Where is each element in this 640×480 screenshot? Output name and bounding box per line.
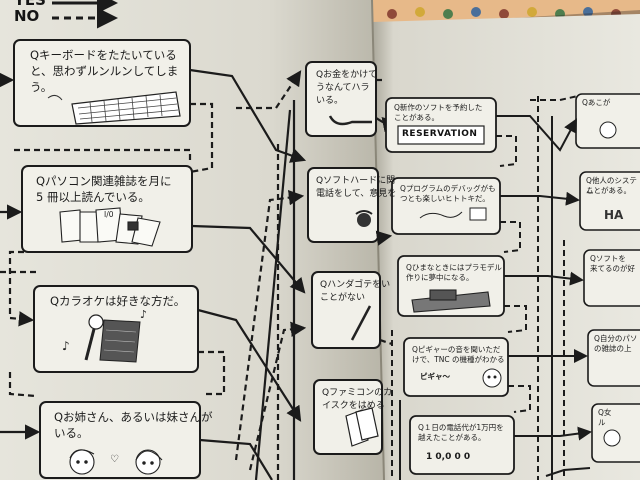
reservation-sign	[397, 125, 485, 145]
question-famicom-line1: Qファミコンのカ	[322, 388, 393, 398]
question-magazines-line1: Qパソコン関連雑誌を月に	[36, 174, 172, 188]
svg-text:♡: ♡	[110, 454, 119, 465]
question-box-tnc	[403, 337, 509, 397]
cable-illustration	[328, 115, 372, 126]
question-phone-line1: Qソフトハードに関	[316, 176, 396, 186]
edge-hand-text: HA	[604, 208, 624, 222]
train-model-illustration	[411, 289, 491, 313]
question-sister-line2: いる。	[54, 426, 89, 440]
question-money-line3: いる。	[316, 96, 344, 106]
edge-question-3: Qソフトを	[590, 254, 626, 263]
magazine-label: I/0	[104, 210, 114, 219]
question-box-phonebill	[409, 415, 515, 475]
legend-yes-label: YES	[14, 0, 46, 9]
tnc-face-illustration	[482, 368, 502, 388]
question-tnc-line2: けで、TNC の機種がわかる	[412, 355, 505, 364]
edge-question-5b: ル	[598, 418, 606, 427]
legend-no-label: NO	[14, 7, 40, 25]
sisters-illustration: ♡	[69, 449, 163, 475]
edge-question-4: Q自分のパソ	[594, 334, 638, 343]
edge-question-1: Qあこが	[582, 98, 611, 107]
edge-face-icon	[599, 121, 617, 139]
magazines-illustration	[59, 207, 161, 247]
karaoke-illustration: ♪ ♪	[62, 308, 147, 363]
question-keyboard-line3: う。	[30, 80, 53, 94]
question-box-edge-2	[579, 171, 640, 231]
question-karaoke-line1: Qカラオケは好きな方だ。	[50, 294, 186, 308]
question-sister-line1: Qお姉さん、あるいは妹さんが	[54, 410, 213, 424]
question-reservation-line1: Q新作のソフトを予約した	[394, 103, 483, 112]
soldering-iron-illustration	[350, 305, 372, 341]
question-plamodel-line1: Qひまなときにはプラモデル	[406, 263, 502, 272]
question-magazines-line2: 5 冊以上読んでいる。	[36, 190, 150, 204]
reservation-sign-text: RESERVATION	[402, 129, 478, 139]
edge-question-4b: の雑誌の上	[594, 344, 632, 353]
edge-question-5: Q女	[598, 408, 612, 417]
tnc-sound-effect: ピギャ〜	[420, 372, 450, 381]
question-keyboard-line2: と、思わずルンルンしてしま	[30, 64, 179, 78]
question-phonebill-line2: 越えたことがある。	[418, 433, 486, 442]
edge-face-icon-2	[603, 429, 621, 447]
question-debug-line2: つとも楽しいヒトトキだ。	[400, 194, 490, 203]
edge-question-2: Q他人のシステム	[586, 176, 637, 195]
question-box-money	[305, 61, 377, 137]
question-debug-line1: Qプログラムのデバッグがも	[400, 184, 496, 193]
question-solder-line1: Qハンダゴテをい	[320, 280, 391, 290]
question-phone-line2: 電話をして、意見を	[316, 189, 397, 199]
phone-illustration	[355, 210, 373, 227]
svg-text:♪: ♪	[140, 308, 147, 321]
svg-text:♪: ♪	[62, 339, 70, 353]
keyboard-illustration	[47, 91, 181, 125]
question-keyboard-line1: Qキーボードをたたいている	[30, 48, 177, 62]
question-box-solder	[311, 271, 381, 349]
question-famicom-line2: イスクをはめる	[322, 401, 385, 411]
question-money-line1: Qお金をかけて	[316, 70, 378, 80]
right-flow-arrows	[391, 95, 592, 480]
question-money-line2: うなんてハラ	[316, 83, 370, 93]
edge-question-3b: 来てるのが好	[590, 264, 635, 273]
question-solder-line2: ことがない	[320, 293, 366, 303]
question-tnc-line1: Qピギャーの音を聞いただ	[412, 345, 501, 354]
floppy-illustration	[345, 407, 379, 447]
question-box-edge-4	[587, 329, 640, 387]
edge-question-2b: ことがある。	[586, 186, 631, 195]
phonebill-digits: 1 0,0 0 0	[426, 452, 471, 462]
question-box-edge-3	[583, 249, 640, 307]
question-plamodel-line2: 作りに夢中になる。	[406, 273, 474, 282]
question-reservation-line2: ことがある。	[394, 113, 439, 122]
question-phonebill-line1: Q１日の電話代が1万円を	[418, 423, 504, 432]
debug-illustration	[419, 207, 487, 221]
